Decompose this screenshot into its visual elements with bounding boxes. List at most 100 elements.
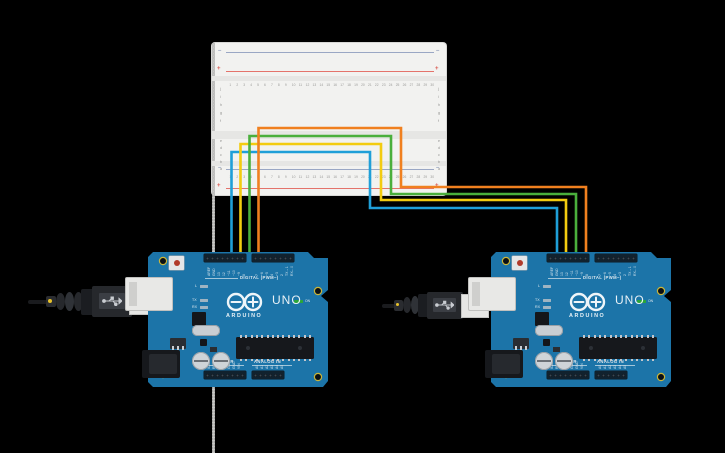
header-pin[interactable]: [621, 373, 625, 377]
breadboard-hole[interactable]: [212, 241, 215, 244]
reset-button-cap[interactable]: [516, 260, 523, 266]
breadboard-hole[interactable]: [212, 67, 215, 70]
header-pin[interactable]: [215, 373, 219, 377]
header-pin[interactable]: [611, 256, 615, 260]
breadboard-hole[interactable]: [212, 148, 215, 151]
header-pin[interactable]: [583, 256, 587, 260]
header-pin[interactable]: [631, 256, 635, 260]
reset-button-cap[interactable]: [173, 260, 180, 266]
header-pin[interactable]: [601, 256, 605, 260]
breadboard-hole[interactable]: [212, 436, 215, 439]
breadboard-hole[interactable]: [212, 94, 215, 97]
breadboard-hole[interactable]: [212, 115, 215, 118]
header-pin[interactable]: [205, 256, 209, 260]
breadboard-hole[interactable]: [212, 403, 215, 406]
header-pin[interactable]: [583, 373, 587, 377]
header-pin[interactable]: [268, 373, 272, 377]
header-pin[interactable]: [558, 373, 562, 377]
header-pin[interactable]: [548, 256, 552, 260]
header-pin[interactable]: [263, 256, 267, 260]
breadboard-hole[interactable]: [212, 415, 215, 418]
header-pin[interactable]: [578, 256, 582, 260]
header-pin[interactable]: [230, 373, 234, 377]
breadboard-hole[interactable]: [212, 91, 215, 94]
header-pin[interactable]: [210, 373, 214, 377]
breadboard-hole-grid[interactable]: [212, 43, 446, 453]
breadboard-hole[interactable]: [212, 196, 215, 199]
power-jack[interactable]: [485, 350, 523, 378]
breadboard-hole[interactable]: [212, 199, 215, 202]
breadboard-hole[interactable]: [212, 247, 215, 250]
breadboard-hole[interactable]: [212, 73, 215, 76]
header-pin[interactable]: [568, 373, 572, 377]
breadboard-hole[interactable]: [212, 250, 215, 253]
header-pin[interactable]: [621, 256, 625, 260]
breadboard-hole[interactable]: [212, 97, 215, 100]
left-board[interactable]: AREFGND1312~11~10~987~6~54~32TX→1RX←0IOR…: [126, 252, 328, 387]
breadboard-hole[interactable]: [212, 103, 215, 106]
breadboard-hole[interactable]: [212, 418, 215, 421]
header-pin[interactable]: [268, 256, 272, 260]
breadboard-hole[interactable]: [212, 214, 215, 217]
header-pin[interactable]: [606, 373, 610, 377]
header-pin[interactable]: [606, 256, 610, 260]
breadboard-hole[interactable]: [212, 205, 215, 208]
breadboard-hole[interactable]: [212, 220, 215, 223]
header-pin[interactable]: [611, 373, 615, 377]
breadboard-hole[interactable]: [212, 211, 215, 214]
header-pin[interactable]: [573, 256, 577, 260]
reset-button[interactable]: [512, 256, 527, 270]
header-pin[interactable]: [616, 373, 620, 377]
header-pin[interactable]: [240, 256, 244, 260]
breadboard-hole[interactable]: [212, 448, 215, 451]
breadboard-hole[interactable]: [212, 391, 215, 394]
breadboard-hole[interactable]: [212, 187, 215, 190]
breadboard-hole[interactable]: [212, 166, 215, 169]
breadboard-hole[interactable]: [212, 433, 215, 436]
breadboard-hole[interactable]: [212, 118, 215, 121]
breadboard-hole[interactable]: [212, 202, 215, 205]
breadboard-hole[interactable]: [212, 100, 215, 103]
breadboard-hole[interactable]: [212, 52, 215, 55]
header-pin[interactable]: [205, 373, 209, 377]
breadboard-hole[interactable]: [212, 112, 215, 115]
breadboard-hole[interactable]: [212, 145, 215, 148]
breadboard-hole[interactable]: [212, 154, 215, 157]
breadboard-hole[interactable]: [212, 46, 215, 49]
breadboard-hole[interactable]: [212, 64, 215, 67]
breadboard-hole[interactable]: [212, 82, 215, 85]
breadboard-hole[interactable]: [212, 445, 215, 448]
breadboard-hole[interactable]: [212, 238, 215, 241]
header-pin[interactable]: [220, 373, 224, 377]
breadboard-hole[interactable]: [212, 388, 215, 391]
breadboard-hole[interactable]: [212, 412, 215, 415]
digital-header-left[interactable]: [204, 254, 246, 262]
header-pin[interactable]: [568, 256, 572, 260]
header-pin[interactable]: [553, 373, 557, 377]
reset-button[interactable]: [169, 256, 184, 270]
breadboard-hole[interactable]: [212, 208, 215, 211]
header-pin[interactable]: [558, 256, 562, 260]
breadboard-hole[interactable]: [212, 421, 215, 424]
header-pin[interactable]: [288, 256, 292, 260]
right-board[interactable]: AREFGND1312~11~10~987~6~54~32TX→1RX←0IOR…: [469, 252, 671, 387]
breadboard-hole[interactable]: [212, 151, 215, 154]
breadboard-hole[interactable]: [212, 142, 215, 145]
digital-header-left[interactable]: [547, 254, 589, 262]
breadboard-hole[interactable]: [212, 124, 215, 127]
breadboard-hole[interactable]: [212, 184, 215, 187]
breadboard-hole[interactable]: [212, 217, 215, 220]
power-jack[interactable]: [142, 350, 180, 378]
header-pin[interactable]: [253, 256, 257, 260]
breadboard-hole[interactable]: [212, 430, 215, 433]
header-pin[interactable]: [578, 373, 582, 377]
header-pin[interactable]: [563, 373, 567, 377]
header-pin[interactable]: [263, 373, 267, 377]
breadboard-hole[interactable]: [212, 229, 215, 232]
breadboard-hole[interactable]: [212, 424, 215, 427]
power-header[interactable]: [204, 371, 246, 379]
breadboard-hole[interactable]: [212, 139, 215, 142]
breadboard-hole[interactable]: [212, 397, 215, 400]
header-pin[interactable]: [258, 256, 262, 260]
